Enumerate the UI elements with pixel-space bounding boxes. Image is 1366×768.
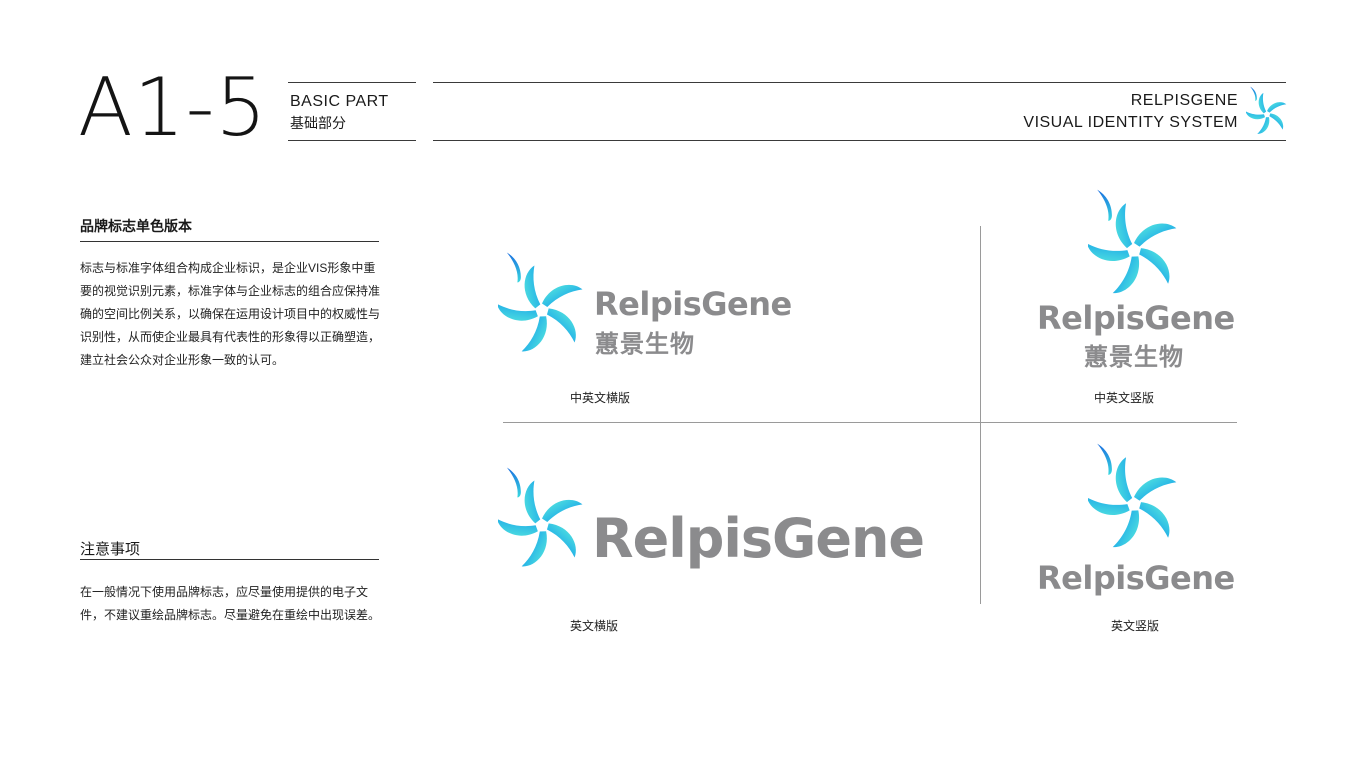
- page-code: A1-5: [78, 61, 268, 154]
- section-rule-notes: [80, 559, 379, 560]
- header-rule-bottom-right: [433, 140, 1286, 141]
- logo-cn-name-vertical: 蕙景生物: [1084, 343, 1184, 371]
- brand-name: RELPISGENE: [1130, 92, 1238, 109]
- logo-wordmark-cn-en-horizontal: RelpisGene: [594, 285, 792, 323]
- logo-wordmark-cn-en-vertical: RelpisGene: [1037, 299, 1235, 337]
- section-title-mono: 品牌标志单色版本: [80, 218, 192, 234]
- section-text-notes: 在一般情况下使用品牌标志，应尽量使用提供的电子文件，不建议重绘品牌标志。尽量避免…: [80, 585, 381, 622]
- logo-wordmark-en-horizontal: RelpisGene: [592, 507, 925, 570]
- system-name: VISUAL IDENTITY SYSTEM: [1023, 114, 1238, 131]
- logo-wordmark-en-vertical: RelpisGene: [1037, 559, 1235, 597]
- caption-cn-en-vertical: 中英文竖版: [1094, 391, 1155, 405]
- grid-divider-horizontal: [503, 422, 1237, 423]
- section-rule-mono: [80, 241, 379, 242]
- brand-swirl-icon: [1246, 84, 1288, 138]
- caption-en-vertical: 英文竖版: [1111, 619, 1160, 633]
- caption-en-horizontal: 英文横版: [570, 619, 619, 633]
- part-title-cn: 基础部分: [290, 115, 346, 131]
- header-rule-top-left: [288, 82, 416, 83]
- caption-cn-en-horizontal: 中英文横版: [570, 391, 631, 405]
- section-text-mono: 标志与标准字体组合构成企业标识，是企业VIS形象中重要的视觉识别元素，标准字体与…: [80, 261, 381, 367]
- logo-icon-en-horizontal: [498, 461, 586, 576]
- part-title-en: BASIC PART: [290, 93, 389, 110]
- header-rule-bottom-left: [288, 140, 416, 141]
- header-rule-top-right: [433, 82, 1286, 83]
- logo-cn-name-horizontal: 蕙景生物: [595, 330, 695, 358]
- logo-icon-en-vertical: [1088, 440, 1180, 554]
- grid-divider-vertical: [980, 226, 981, 604]
- logo-icon-cn-en-horizontal: [498, 246, 586, 361]
- logo-icon-cn-en-vertical: [1088, 186, 1180, 300]
- section-title-notes: 注意事项: [80, 541, 141, 558]
